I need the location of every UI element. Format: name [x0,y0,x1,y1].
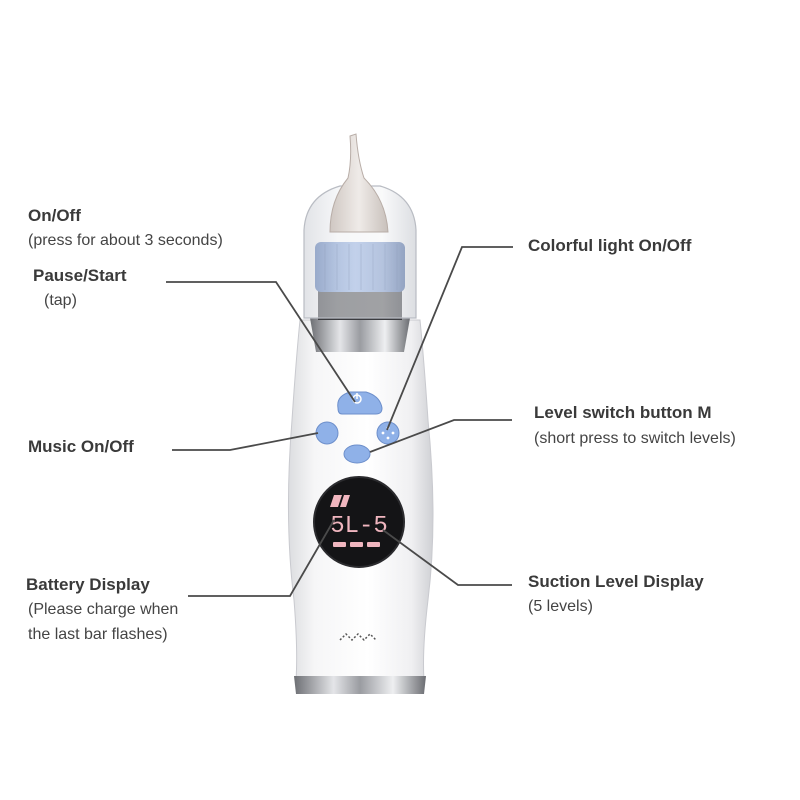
onoff-label: On/Off [28,206,81,225]
light-button[interactable] [376,421,400,445]
pause-start-button[interactable] [337,391,383,415]
silicone-tip [329,133,389,233]
leader-level [369,419,512,453]
music-button[interactable] [315,421,339,445]
level-switch-sublabel: (short press to switch levels) [534,430,736,447]
battery-sublabel-1: (Please charge when [28,601,179,618]
leader-lines [166,246,513,597]
light-label: Colorful light On/Off [528,236,692,255]
leader-light [386,246,513,431]
music-label: Music On/Off [28,437,134,456]
leader-pause [166,281,356,403]
leader-music [172,432,319,451]
suction-level-bars [333,542,380,547]
level-switch-label: Level switch button M [534,403,712,422]
chrome-base [294,676,426,694]
logo-wave-icon [339,632,377,642]
battery-indicator [330,495,350,507]
display-readout: 5L-5 [330,513,388,540]
suction-label: Suction Level Display [528,572,704,591]
pause-start-label: Pause/Start [33,266,127,285]
suction-sublabel: (5 levels) [528,598,593,615]
leader-battery [188,519,335,597]
battery-sublabel-2: the last bar flashes) [28,626,168,643]
pause-start-sublabel: (tap) [44,292,77,309]
chrome-collar-top [310,318,410,352]
onoff-sublabel: (press for about 3 seconds) [28,232,223,249]
leader-suction [382,529,512,586]
level-switch-button[interactable] [343,444,371,464]
battery-label: Battery Display [26,575,150,594]
